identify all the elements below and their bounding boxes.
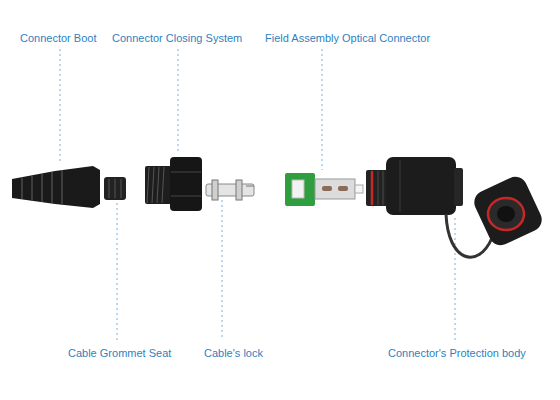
lock-line xyxy=(246,186,254,187)
leader-lines xyxy=(60,49,455,340)
boot-ridges xyxy=(22,170,62,205)
seal-ring xyxy=(371,171,374,205)
connector-slot xyxy=(338,186,348,191)
protection-edge xyxy=(400,160,401,212)
leader-line xyxy=(60,49,61,164)
leader-line xyxy=(117,203,118,340)
leader-line xyxy=(455,218,456,340)
part-label: Connector's Protection body xyxy=(388,347,526,360)
connector-boot xyxy=(12,166,100,208)
lock-tab xyxy=(236,180,242,200)
dust-cap xyxy=(470,173,545,249)
part-label: Cable's lock xyxy=(204,347,263,360)
leader-line xyxy=(222,200,223,340)
protection-main xyxy=(386,157,456,215)
lock-tab xyxy=(212,180,218,200)
grommet-body xyxy=(104,177,126,200)
field-assembly-connector xyxy=(285,173,363,206)
protection-thread-lines xyxy=(378,171,383,205)
connector-slot xyxy=(322,186,332,191)
leader-line xyxy=(322,49,323,170)
cable-grommet-seat xyxy=(104,177,126,200)
part-label: Connector Closing System xyxy=(112,32,242,45)
part-label: Cable Grommet Seat xyxy=(68,347,171,360)
protection-body xyxy=(366,157,463,215)
part-label: Connector Boot xyxy=(20,32,96,45)
grommet-ribs xyxy=(109,179,121,198)
cap-body xyxy=(470,173,545,249)
boot-body xyxy=(12,166,100,208)
connector-insert xyxy=(292,180,304,198)
closing-thread-lines xyxy=(147,167,164,203)
cap-center xyxy=(497,206,515,222)
connector-closing-system xyxy=(145,157,202,211)
protection-thread xyxy=(366,170,388,206)
closing-nut-faces xyxy=(171,172,201,196)
protection-end xyxy=(454,168,463,206)
cables-lock xyxy=(206,180,254,200)
connector-green-housing xyxy=(285,173,315,206)
cap-seal xyxy=(488,198,524,230)
connector-metal-body xyxy=(315,179,355,199)
part-label: Field Assembly Optical Connector xyxy=(265,32,430,45)
connector-ferrule xyxy=(355,185,363,193)
closing-thread xyxy=(145,166,172,204)
leader-line xyxy=(178,49,179,154)
closing-nut xyxy=(170,157,202,211)
